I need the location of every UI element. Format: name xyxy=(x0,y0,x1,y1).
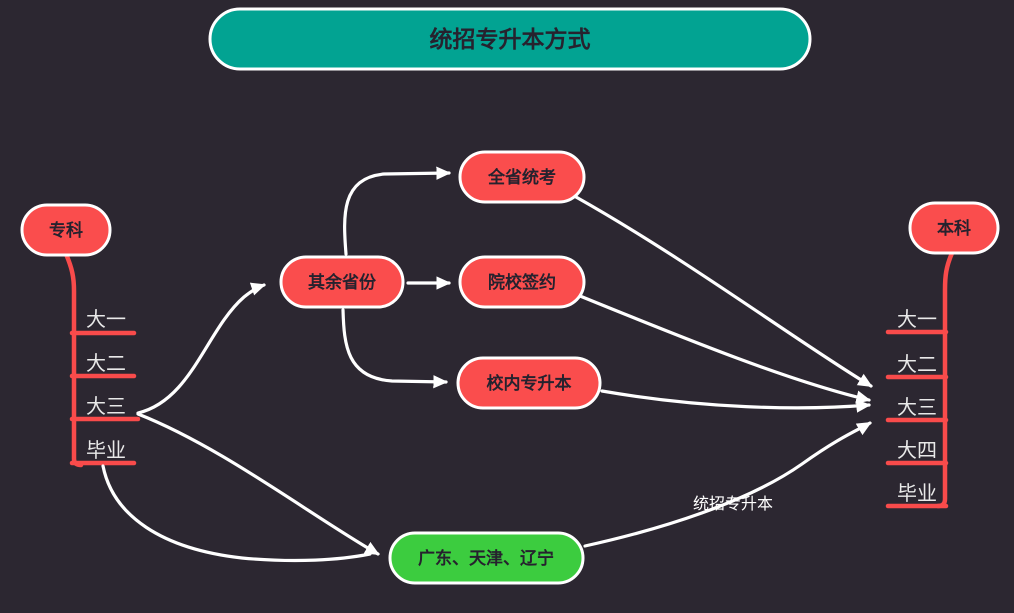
right-branch-structure xyxy=(885,250,955,509)
intra-school-node[interactable]: 校内专升本 xyxy=(456,356,602,410)
right-grade-list: 大一 大二 大三 大四 毕业 xyxy=(897,308,937,505)
right-grade-item-da2[interactable]: 大二 xyxy=(897,353,937,376)
right-grade-item-da3[interactable]: 大三 xyxy=(897,396,937,419)
edge-label-tongzhao: 统招专升本 xyxy=(693,495,773,513)
edge-intra-school-to-right-da3 xyxy=(600,389,871,413)
school-contract-node[interactable]: 院校签约 xyxy=(458,255,586,309)
province-exam-node[interactable]: 全省统考 xyxy=(458,150,586,204)
zhuanke-pill[interactable] xyxy=(20,203,112,257)
main-topic-pill[interactable] xyxy=(208,7,812,71)
gd-tj-ln-label: 广东、天津、辽宁 xyxy=(418,548,554,568)
left-grade-item-da1[interactable]: 大一 xyxy=(86,308,126,331)
edge-school-contract-to-right-da3 xyxy=(578,294,871,404)
other-provinces-label: 其余省份 xyxy=(308,272,377,292)
main-topic-node[interactable]: 统招专升本方式 xyxy=(208,7,812,71)
left-branch-spine xyxy=(63,251,84,468)
connector-edges xyxy=(101,166,873,563)
left-grade-item-da2[interactable]: 大二 xyxy=(86,352,126,375)
benke-pill[interactable] xyxy=(908,201,1000,255)
edge-other-provinces-to-province-exam xyxy=(343,166,451,256)
edge-other-provinces-to-intra-school xyxy=(341,308,448,389)
province-exam-label: 全省统考 xyxy=(487,167,556,187)
edge-provinces-to-right-da3 xyxy=(583,421,872,548)
main-topic-label: 统招专升本方式 xyxy=(430,26,591,52)
left-grade-item-biye[interactable]: 毕业 xyxy=(86,439,126,462)
right-grade-item-biye[interactable]: 毕业 xyxy=(897,482,937,505)
gd-tj-ln-node[interactable]: 广东、天津、辽宁 xyxy=(388,531,585,585)
edge-left-da3-to-other-provinces xyxy=(136,282,266,415)
gd-tj-ln-pill[interactable] xyxy=(388,531,585,585)
other-provinces-node[interactable]: 其余省份 xyxy=(279,255,405,309)
zhuanke-node[interactable]: 专科 xyxy=(20,203,112,257)
province-exam-pill[interactable] xyxy=(458,150,586,204)
left-branch-structure xyxy=(63,251,141,468)
zhuanke-label: 专科 xyxy=(49,220,83,240)
right-branch-spine xyxy=(935,250,955,509)
left-grade-item-da3[interactable]: 大三 xyxy=(86,395,126,418)
benke-label: 本科 xyxy=(937,218,971,238)
right-grade-item-da4[interactable]: 大四 xyxy=(897,439,937,462)
edge-left-biye-to-provinces xyxy=(101,464,372,563)
school-contract-label: 院校签约 xyxy=(488,272,556,292)
right-grade-item-da1[interactable]: 大一 xyxy=(897,308,937,331)
school-contract-pill[interactable] xyxy=(458,255,586,309)
benke-node[interactable]: 本科 xyxy=(908,201,1000,255)
edge-left-da3-to-provinces xyxy=(136,412,380,556)
edge-province-exam-to-right-da3 xyxy=(574,195,873,388)
other-provinces-pill[interactable] xyxy=(279,255,405,309)
left-grade-list: 大一 大二 大三 毕业 xyxy=(86,308,126,462)
intra-school-label: 校内专升本 xyxy=(487,373,572,393)
intra-school-pill[interactable] xyxy=(456,356,602,410)
